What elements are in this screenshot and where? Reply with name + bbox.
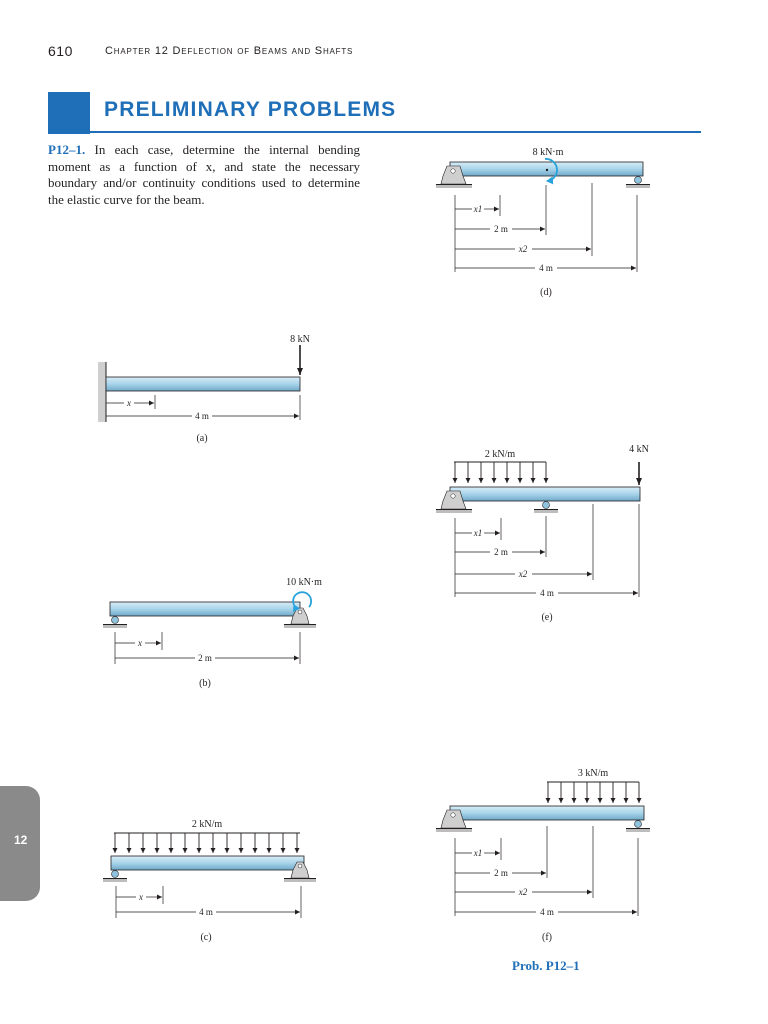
dim-long-label: 4 m xyxy=(540,907,554,917)
section-banner-rule xyxy=(90,131,701,133)
roller-support xyxy=(111,616,119,624)
length-label: 2 m xyxy=(198,653,212,663)
length-label: 4 m xyxy=(199,907,213,917)
distributed-load-arrows xyxy=(545,782,642,803)
problem-statement: P12–1. In each case, determine the inter… xyxy=(48,142,360,208)
x2-label: x2 xyxy=(518,569,528,579)
couple-moment-arrow xyxy=(292,591,312,613)
x2-label: x2 xyxy=(518,887,528,897)
dim-short-label: 2 m xyxy=(494,547,508,557)
roller-support xyxy=(634,176,642,184)
figure-c: 2 kN/m x xyxy=(103,819,316,943)
dist-load-label: 3 kN/m xyxy=(578,768,609,779)
problem-number: P12–1. xyxy=(48,142,86,157)
dist-load-label: 2 kN/m xyxy=(192,819,223,830)
x1-label: x1 xyxy=(473,528,483,538)
problem-text: In each case, determine the internal ben… xyxy=(48,142,361,207)
section-banner-square xyxy=(48,92,90,134)
x-label: x xyxy=(126,398,131,408)
point-load-label: 4 kN xyxy=(629,444,649,455)
x-label: x xyxy=(137,638,142,648)
figure-label: (c) xyxy=(200,932,211,943)
beam-e xyxy=(449,486,641,502)
dim-short-label: 2 m xyxy=(494,224,508,234)
figure-label: (f) xyxy=(542,932,552,943)
chapter-side-tab-number: 12 xyxy=(14,833,28,847)
load-label: 8 kN xyxy=(290,334,310,345)
dim-short-label: 2 m xyxy=(494,868,508,878)
figure-d: 8 kN·m x1 2 m x2 4 m (d) xyxy=(436,147,650,298)
page-number: 610 xyxy=(48,43,73,59)
beam-f xyxy=(449,805,645,821)
roller-support xyxy=(542,501,550,509)
distributed-load-arrows xyxy=(112,833,300,853)
figure-e: 2 kN/m 4 kN x1 2 m xyxy=(436,444,649,623)
figure-label: (b) xyxy=(199,678,211,689)
section-title: PRELIMINARY PROBLEMS xyxy=(104,98,397,121)
figure-b: 10 kN·m x 2 m (b) xyxy=(103,577,322,689)
fixed-wall xyxy=(98,362,106,422)
x-label: x xyxy=(138,892,143,902)
figure-label: (d) xyxy=(540,287,552,298)
figure-label: (e) xyxy=(541,612,552,623)
dist-load-label: 2 kN/m xyxy=(485,449,516,460)
x2-label: x2 xyxy=(518,244,528,254)
length-label: 4 m xyxy=(195,411,209,421)
dim-long-label: 4 m xyxy=(539,263,553,273)
figure-label: (a) xyxy=(196,433,207,444)
beam-a xyxy=(105,376,301,392)
figure-caption: Prob. P12–1 xyxy=(512,958,580,973)
x1-label: x1 xyxy=(473,204,483,214)
figure-a: 8 kN x 4 m (a) xyxy=(98,334,310,444)
beam-b xyxy=(109,601,301,617)
figure-f: 3 kN/m x1 2 m x2 xyxy=(436,768,650,943)
distributed-load-arrows xyxy=(452,462,549,483)
beam-c xyxy=(110,855,305,871)
chapter-side-tab xyxy=(0,786,40,901)
dim-long-label: 4 m xyxy=(540,588,554,598)
chapter-title: Chapter 12 Deflection of Beams and Shaft… xyxy=(105,45,354,57)
moment-label: 10 kN·m xyxy=(286,577,322,588)
moment-label: 8 kN·m xyxy=(533,147,564,158)
roller-support xyxy=(634,820,642,828)
x1-label: x1 xyxy=(473,848,483,858)
couple-moment-arrow xyxy=(544,158,558,185)
roller-support xyxy=(111,870,119,878)
